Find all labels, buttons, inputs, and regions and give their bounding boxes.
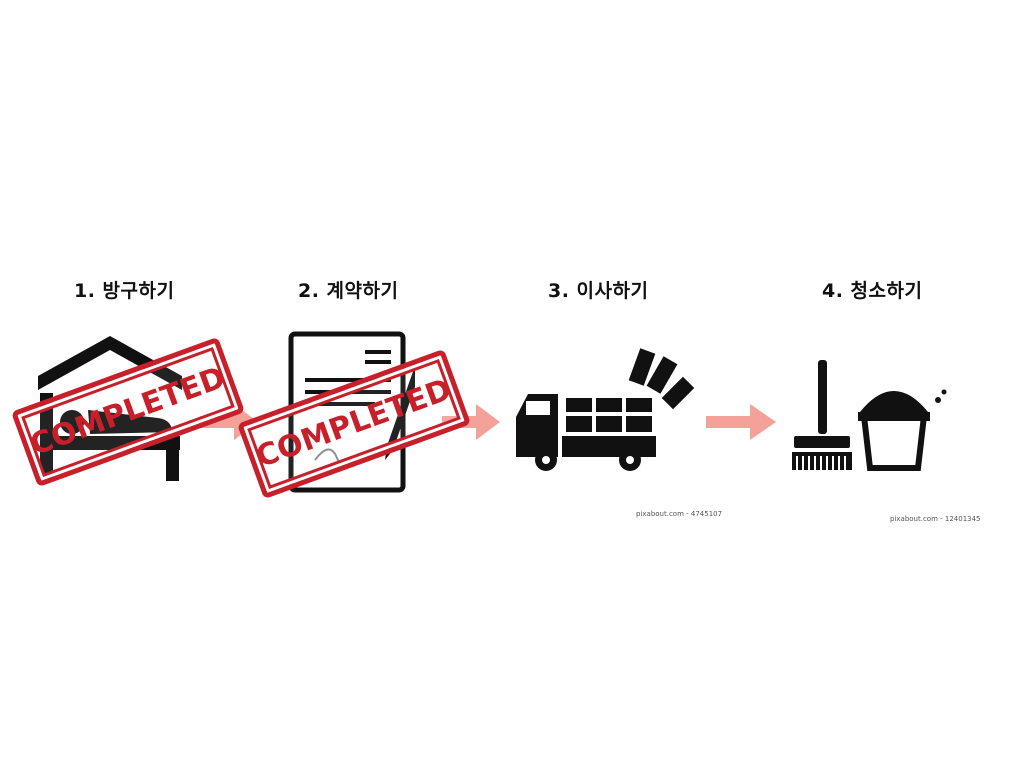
step-1-title: 1. 방구하기 xyxy=(74,280,175,302)
contract-document-icon xyxy=(288,331,415,493)
step-3-title: 3. 이사하기 xyxy=(548,280,649,302)
watermark-text: pixabout.com - 12401345 xyxy=(890,515,981,523)
step-2-title: 2. 계약하기 xyxy=(298,280,399,302)
step-4-title: 4. 청소하기 xyxy=(822,280,923,302)
arrow-icon xyxy=(442,404,500,440)
arrow-icon xyxy=(706,404,776,440)
bed-house-icon xyxy=(38,336,182,481)
arrow-icon xyxy=(200,404,258,440)
watermark-text: pixabout.com - 4745107 xyxy=(636,510,723,518)
broom-bucket-icon xyxy=(792,360,947,471)
moving-truck-icon xyxy=(516,348,695,471)
